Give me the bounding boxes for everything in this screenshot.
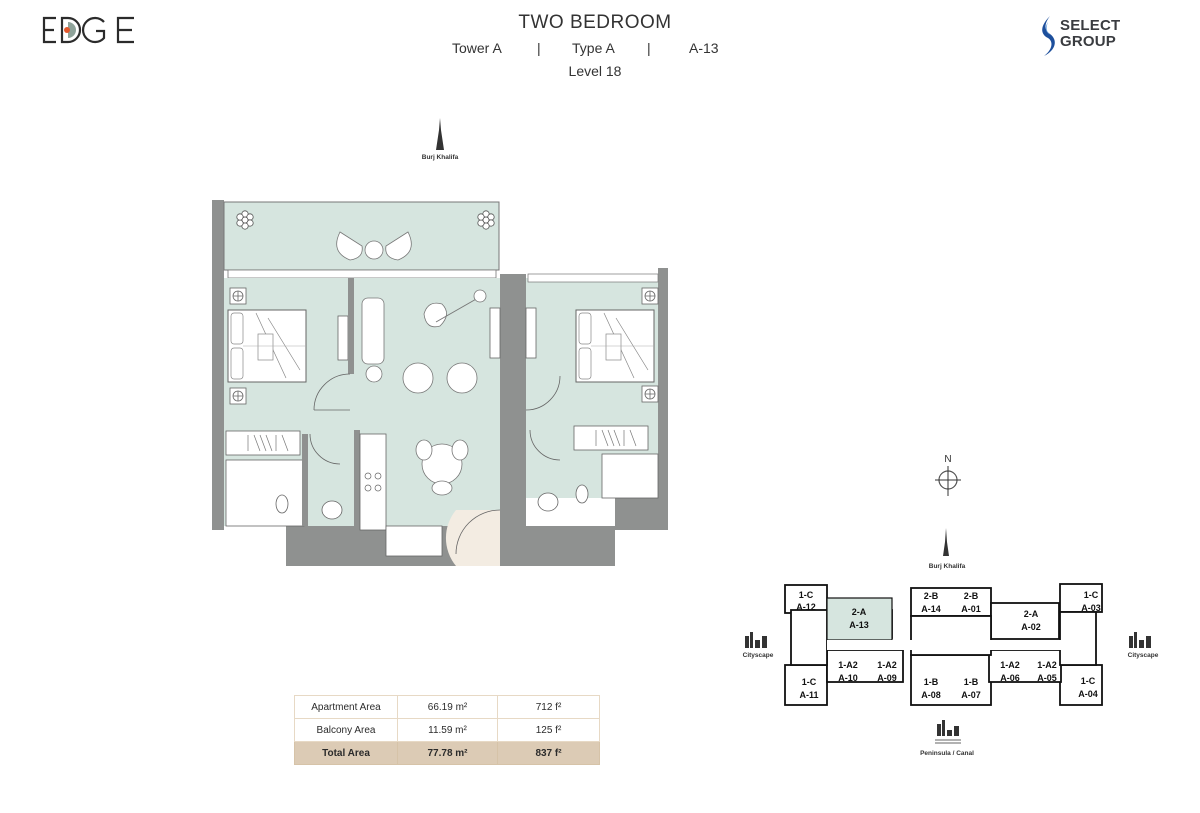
area-imperial: 712 f² — [497, 695, 600, 719]
svg-text:A-03: A-03 — [1081, 603, 1101, 613]
svg-text:2-A: 2-A — [852, 607, 867, 617]
floor-plan — [210, 198, 680, 568]
key-plan-drawing: N Burj Khalifa 1-C A-12 — [743, 454, 1159, 757]
svg-text:A-09: A-09 — [877, 673, 897, 683]
svg-text:1-C: 1-C — [1084, 590, 1099, 600]
select-group-logo: SELECT GROUP — [1038, 14, 1158, 60]
select-group-wordmark: SELECT GROUP — [1060, 17, 1121, 50]
unit-subtitle: Tower A | Type A | A-13 — [420, 40, 780, 58]
svg-text:1-C: 1-C — [799, 590, 814, 600]
separator: | — [537, 40, 541, 56]
peninsula-canal-icon — [935, 720, 961, 744]
svg-text:1-C: 1-C — [1081, 676, 1096, 686]
svg-text:Burj Khalifa: Burj Khalifa — [929, 563, 966, 570]
svg-text:1-A2: 1-A2 — [838, 660, 858, 670]
svg-text:Cityscape: Cityscape — [743, 652, 774, 659]
separator: | — [647, 40, 651, 56]
svg-text:A-06: A-06 — [1000, 673, 1020, 683]
edge-logo — [40, 14, 140, 46]
svg-text:N: N — [944, 454, 951, 465]
cityscape-icon-left — [745, 632, 767, 648]
key-plan: N Burj Khalifa 1-C A-12 — [725, 450, 1200, 770]
area-label: Balcony Area — [294, 718, 398, 742]
table-row: Balcony Area 11.59 m² 125 f² — [294, 718, 600, 742]
svg-text:A-12: A-12 — [796, 602, 816, 612]
svg-text:Peninsula / Canal: Peninsula / Canal — [920, 750, 974, 757]
area-label: Total Area — [294, 741, 398, 765]
area-metric: 11.59 m² — [397, 718, 498, 742]
compass-icon: N — [935, 454, 961, 496]
svg-text:2-B: 2-B — [924, 591, 939, 601]
orientation-marker: Burj Khalifa — [422, 118, 458, 164]
area-label: Apartment Area — [294, 695, 398, 719]
page-title: TWO BEDROOM — [518, 12, 672, 33]
area-imperial: 125 f² — [497, 718, 600, 742]
cityscape-icon-right — [1129, 632, 1151, 648]
floor-plan-drawing — [212, 200, 668, 566]
landmark-label: Burj Khalifa — [421, 154, 459, 161]
svg-text:1-A2: 1-A2 — [877, 660, 897, 670]
edge-logo-icon — [42, 16, 134, 44]
total-row: Total Area 77.78 m² 837 f² — [294, 741, 600, 765]
table-row: Apartment Area 66.19 m² 712 f² — [294, 695, 600, 719]
level-label: Level 18 — [568, 63, 622, 79]
svg-text:A-13: A-13 — [849, 620, 869, 630]
svg-text:Cityscape: Cityscape — [1128, 652, 1159, 659]
svg-text:A-10: A-10 — [838, 673, 858, 683]
svg-text:2-A: 2-A — [1024, 609, 1039, 619]
area-imperial: 837 f² — [497, 741, 600, 765]
burj-khalifa-icon — [436, 118, 444, 150]
svg-text:A-07: A-07 — [961, 690, 981, 700]
svg-text:1-C: 1-C — [802, 677, 817, 687]
svg-text:1-B: 1-B — [964, 677, 979, 687]
svg-text:A-11: A-11 — [799, 690, 818, 700]
svg-text:1-B: 1-B — [924, 677, 939, 687]
type-label: Type A — [572, 40, 615, 56]
svg-text:A-02: A-02 — [1021, 622, 1041, 632]
svg-text:2-B: 2-B — [964, 591, 979, 601]
area-metric: 77.78 m² — [397, 741, 498, 765]
unit-label: A-13 — [689, 40, 719, 56]
svg-text:A-14: A-14 — [921, 604, 941, 614]
svg-text:1-A2: 1-A2 — [1037, 660, 1057, 670]
area-metric: 66.19 m² — [397, 695, 498, 719]
svg-text:A-08: A-08 — [921, 690, 941, 700]
tower-label: Tower A — [452, 40, 502, 56]
svg-text:A-05: A-05 — [1037, 673, 1057, 683]
burj-khalifa-icon — [943, 528, 949, 556]
svg-text:1-A2: 1-A2 — [1000, 660, 1020, 670]
svg-text:A-01: A-01 — [961, 604, 981, 614]
area-table: Apartment Area 66.19 m² 712 f² Balcony A… — [294, 695, 600, 765]
select-group-flame-icon — [1042, 16, 1055, 56]
svg-text:A-04: A-04 — [1078, 689, 1098, 699]
